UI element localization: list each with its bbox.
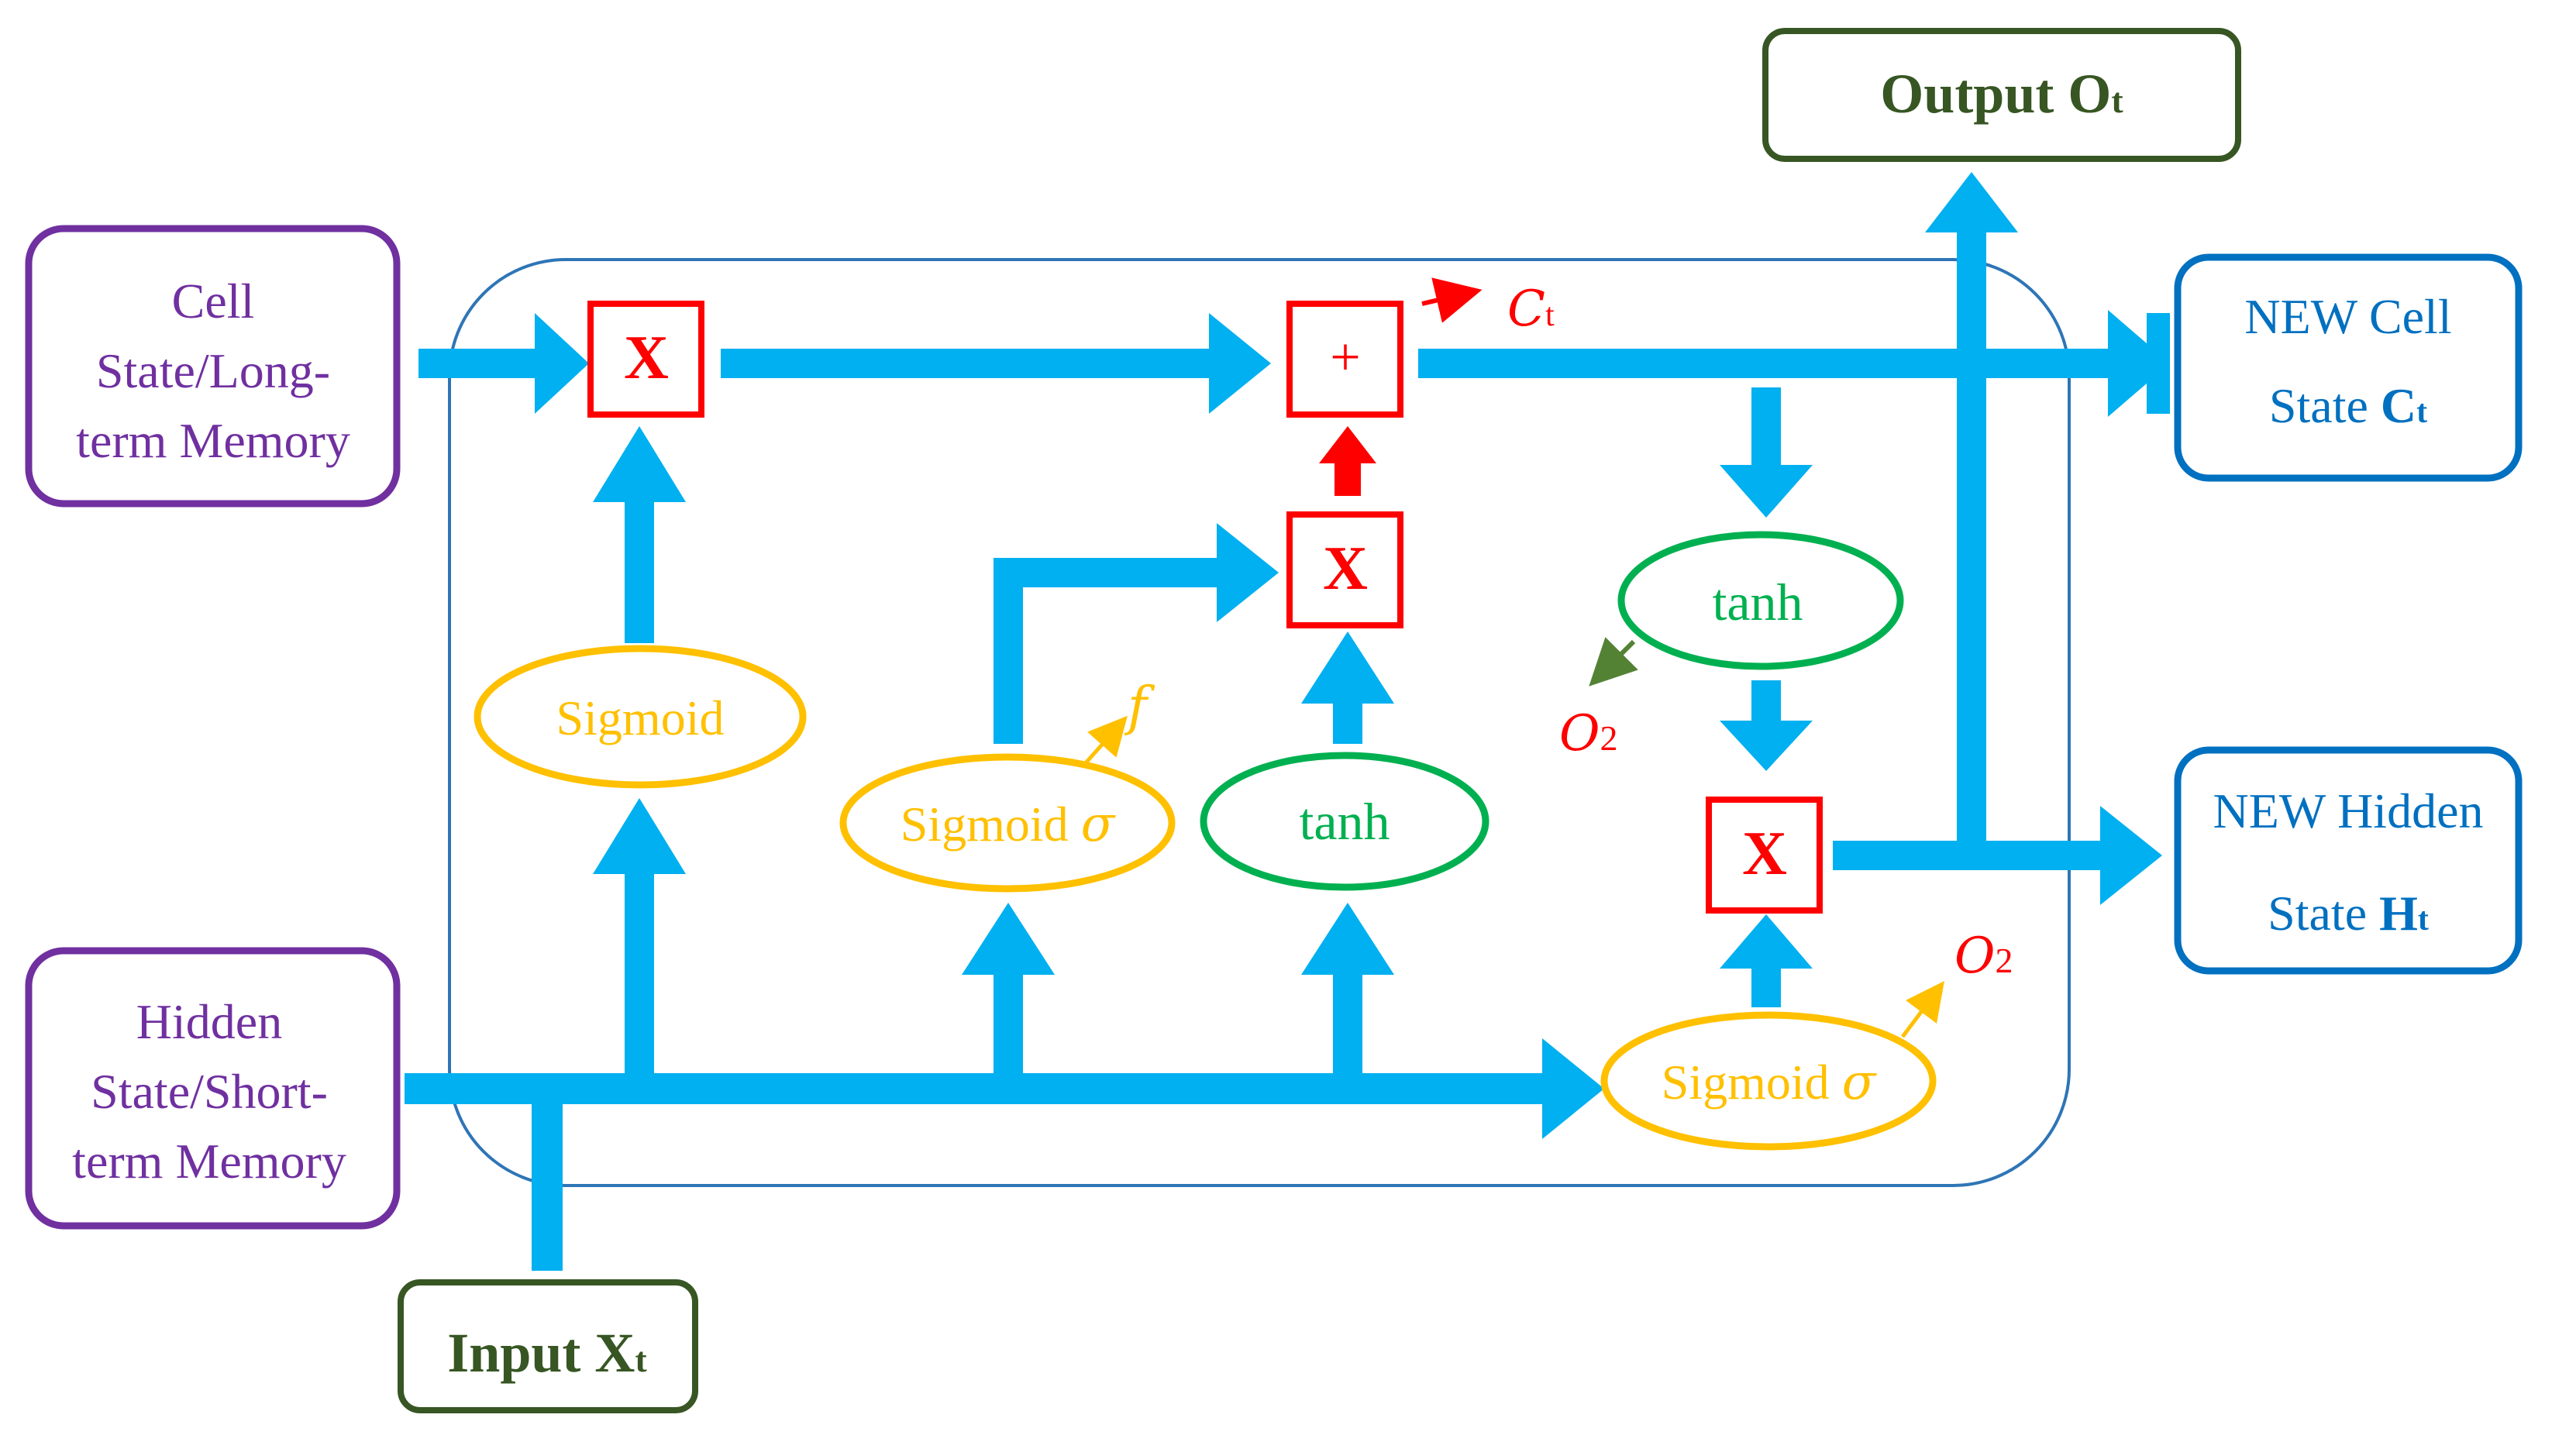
output-gate-ellipse: [1600, 1011, 1937, 1151]
candidate-tanh-label: tanh: [1299, 792, 1390, 851]
flow-forget-up: [625, 496, 654, 643]
arrow-to-output: [1925, 172, 2018, 232]
flow-candidate-up: [1333, 697, 1362, 744]
output-box: [1762, 28, 2241, 162]
cell-state-line-2: State/Long-: [96, 343, 330, 398]
cell-state-line-1: Cell: [172, 274, 255, 329]
cell-state-line-3: term Memory: [76, 413, 350, 468]
input-multiply-label: X: [1323, 535, 1368, 603]
new-hidden-line-1: NEW Hidden: [2213, 783, 2484, 838]
hidden-state-box: [25, 947, 401, 1230]
o2-annotation-tanh: O2: [1559, 705, 1617, 762]
arrow-tanh-down: [1720, 721, 1813, 771]
forget-gate-ellipse: [474, 645, 807, 789]
cell-state-box: [25, 225, 401, 508]
arrow-cell-in: [535, 313, 589, 414]
input-box: [398, 1279, 698, 1413]
cell-tanh-label: tanh: [1712, 573, 1803, 632]
flow-to-input-gate: [994, 969, 1023, 1089]
input-multiply-box: [1286, 511, 1403, 628]
flow-cell-mid: [721, 349, 1217, 378]
red-arrow-to-add: [1319, 426, 1376, 496]
add-label: +: [1330, 328, 1360, 387]
arrow-to-cell-tanh: [1720, 465, 1813, 518]
arrow-cell-mid: [1209, 313, 1271, 414]
output-gate-label: Sigmoid σ: [1662, 1054, 1878, 1111]
output-multiply-label: X: [1742, 820, 1787, 888]
o2-arrow-tanh: [1589, 637, 1638, 687]
input-gate-label: Sigmoid σ: [901, 796, 1117, 853]
o2-annotation-output-gate: O2: [1954, 927, 2013, 985]
arrow-input-gate-right: [1217, 523, 1279, 622]
flow-cell-in: [418, 349, 542, 378]
input-label: Input Xt: [447, 1322, 647, 1384]
ct-arrow: [1421, 277, 1483, 323]
flow-to-candidate: [1333, 969, 1362, 1089]
arrow-new-hidden: [2100, 806, 2162, 905]
output-multiply-box: [1706, 797, 1823, 914]
arrow-new-cell: [2108, 310, 2170, 417]
hidden-state-line-1: Hidden: [136, 994, 282, 1049]
flow-input-gate-up: [994, 558, 1023, 744]
add-box: [1286, 301, 1403, 418]
ct-annotation: Ct: [1507, 280, 1555, 338]
new-cell-state-box: [2174, 253, 2523, 482]
flow-input-gate-right: [994, 558, 1226, 587]
arrow-to-forget: [593, 798, 686, 874]
new-cell-line-2: State Ct: [2269, 378, 2427, 433]
f-annotation: f: [1124, 676, 1155, 738]
forget-multiply-box: [587, 301, 704, 418]
flow-paths: [405, 172, 2170, 1271]
lstm-cell-frame: [448, 258, 2071, 1187]
arrow-to-candidate: [1301, 903, 1394, 975]
forget-gate-label: Sigmoid: [556, 690, 725, 745]
f-arrow: [1082, 715, 1128, 767]
new-cell-line-1: NEW Cell: [2244, 289, 2451, 344]
new-hidden-state-box: [2174, 746, 2523, 975]
flow-tanh-down: [1751, 680, 1781, 727]
flow-input: [532, 1089, 563, 1271]
arrow-candidate-up: [1301, 632, 1394, 704]
cell-tanh-ellipse: [1617, 531, 1904, 670]
input-gate-ellipse: [839, 753, 1176, 893]
flow-to-cell-tanh: [1751, 387, 1781, 473]
arrow-hidden-to-output-gate: [1542, 1038, 1604, 1139]
o2-arrow-output-gate: [1901, 981, 1944, 1038]
arrow-to-input-gate: [962, 903, 1055, 975]
flow-hidden: [405, 1073, 1551, 1104]
output-label: Output Ot: [1880, 63, 2123, 125]
new-hidden-line-2: State Ht: [2268, 886, 2429, 941]
arrow-forget-up: [593, 426, 686, 502]
hidden-state-line-3: term Memory: [72, 1134, 346, 1189]
forget-multiply-label: X: [624, 324, 669, 392]
hidden-state-line-2: State/Short-: [91, 1064, 328, 1119]
flow-to-forget: [625, 868, 654, 1089]
flow-to-output: [1957, 225, 1986, 856]
flow-cell-out: [1418, 349, 2154, 378]
candidate-tanh-ellipse: [1200, 752, 1489, 891]
arrow-output-gate-up: [1720, 914, 1813, 969]
